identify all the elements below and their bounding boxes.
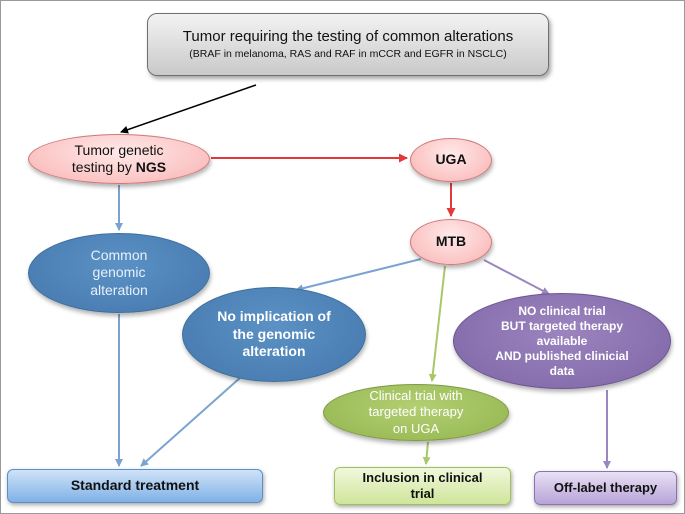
tumor-testing-subtitle: (BRAF in melanoma, RAS and RAF in mCCR a…: [189, 48, 507, 61]
tumor-genetic-testing-node: Tumor genetic testing by NGS: [28, 134, 210, 184]
tumor-node-line1: Tumor genetic: [74, 141, 164, 158]
nct-line3: available: [536, 333, 588, 348]
nct-line4: AND published clinicial: [495, 348, 629, 363]
off-label-therapy-box: Off-label therapy: [534, 471, 677, 505]
noimpl-line2: the genomic: [232, 325, 316, 342]
arrow-top-to-tumor: [120, 84, 257, 134]
common-line1: Common: [90, 246, 148, 263]
arrow-clinical-to-inclusion: [422, 441, 431, 465]
arrow-noimpl-to-standard: [140, 376, 242, 467]
off-label-label: Off-label therapy: [553, 479, 658, 495]
tumor-testing-title: Tumor requiring the testing of common al…: [182, 27, 514, 45]
inclusion-clinical-trial-box: Inclusion in clinical trial: [334, 467, 511, 505]
nct-line5: data: [549, 363, 575, 378]
inclusion-line1: Inclusion in clinical: [362, 469, 483, 485]
ct-line1: Clinical trial with: [369, 388, 463, 404]
nct-line1: NO clinical trial: [518, 303, 606, 318]
inclusion-line2: trial: [410, 486, 435, 501]
mtb-node: MTB: [410, 219, 492, 265]
tumor-node-line2-prefix: testing by: [71, 159, 136, 175]
no-clinical-trial-node: NO clinical trial BUT targeted therapy a…: [453, 293, 671, 389]
clinical-trial-node: Clinical trial with targeted therapy on …: [323, 384, 509, 441]
common-line3: alteration: [90, 281, 148, 298]
nct-line2: BUT targeted therapy: [500, 318, 624, 333]
arrow-mtb-to-noimpl: [295, 258, 422, 293]
common-genomic-alteration-node: Common genomic alteration: [28, 233, 210, 313]
noimpl-line1: No implication of: [217, 308, 331, 325]
tumor-testing-requirement-box: Tumor requiring the testing of common al…: [147, 13, 549, 76]
arrow-mtb-to-offlabel-ellipse: [483, 259, 550, 295]
standard-treatment-box: Standard treatment: [7, 469, 263, 503]
tumor-node-line2: testing by NGS: [72, 159, 166, 177]
ct-line2: targeted therapy: [368, 404, 464, 420]
mtb-label: MTB: [435, 233, 467, 250]
no-implication-node: No implication of the genomic alteration: [182, 287, 366, 382]
noimpl-line3: alteration: [242, 343, 306, 360]
tumor-node-ngs: NGS: [135, 159, 167, 175]
ct-line3: on UGA: [392, 420, 440, 436]
uga-node: UGA: [410, 138, 492, 182]
standard-treatment-label: Standard treatment: [70, 477, 200, 494]
common-line2: genomic: [92, 264, 146, 281]
uga-label: UGA: [435, 151, 467, 168]
arrow-mtb-to-clinical: [428, 265, 446, 382]
